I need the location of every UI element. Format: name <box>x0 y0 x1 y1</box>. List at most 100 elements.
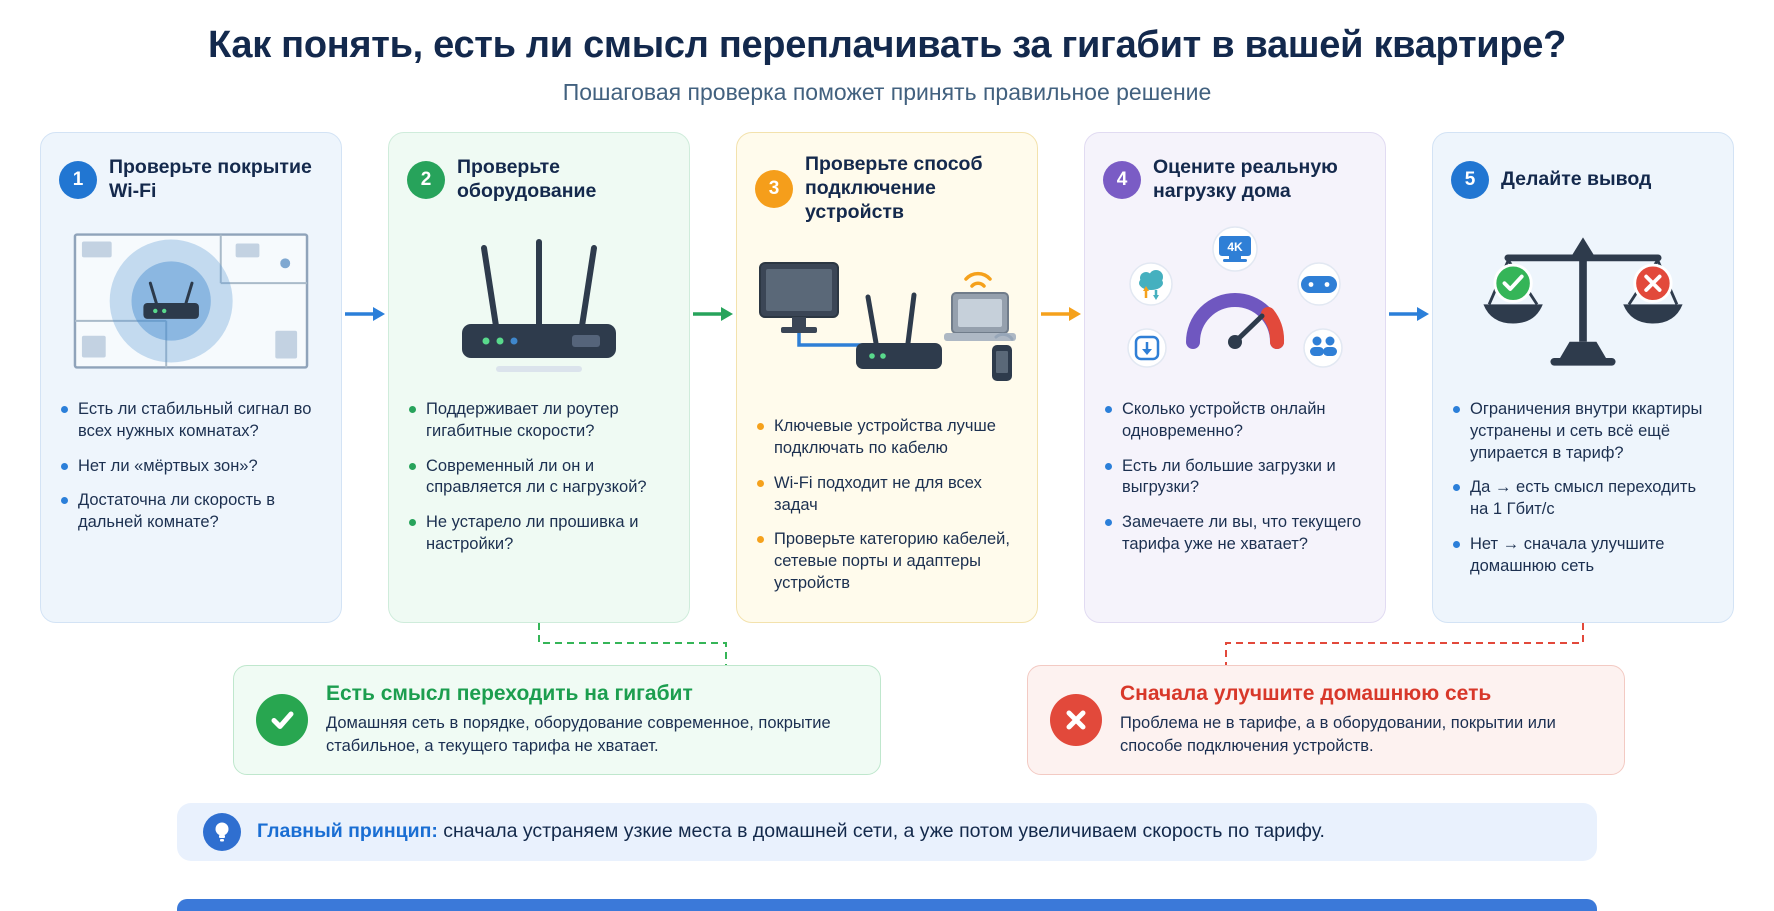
arrow-right-icon <box>1038 132 1084 623</box>
load-gauge-icon: 4K <box>1103 215 1367 387</box>
checklist-item: Проверьте категорию кабелей, сетевые пор… <box>757 529 1019 594</box>
step-card-2: 2 Проверьте оборудование Поддерживает л <box>388 132 690 623</box>
step-1-title: Проверьте покрытие Wi-Fi <box>109 156 312 202</box>
checklist-text: Да → есть смысл переходить на 1 Гбит/с <box>1470 478 1697 519</box>
checklist-item: Wi-Fi подходит не для всех задач <box>757 473 1019 517</box>
principle-body: сначала устраняем узкие места в домашней… <box>443 820 1325 843</box>
checklist-text: Ограничения внутри ккартиры устранены и … <box>1470 400 1703 462</box>
checklist-text: Wi-Fi подходит не для всех задач <box>774 473 982 514</box>
gauge-4k-label: 4K <box>1227 240 1243 254</box>
checklist-text: Нет → сначала улучшите домашнюю сеть <box>1470 534 1665 575</box>
step-4-number-badge: 4 <box>1103 161 1141 199</box>
checklist-item: Есть ли большие загрузки и выгрузки? <box>1105 456 1367 500</box>
arrow-right-icon <box>1386 132 1432 623</box>
principle-text: Главный принцип: сначала устраняем узкие… <box>257 820 1325 843</box>
bullet-dot <box>1105 462 1112 470</box>
checklist-item: Сколько устройств онлайн одновременно? <box>1105 399 1367 443</box>
checklist-text: Сколько устройств онлайн одновременно? <box>1122 400 1326 440</box>
balance-scales-icon <box>1451 215 1715 387</box>
bullet-dot <box>61 497 68 505</box>
step-3-title: Проверьте способ подключение устройств <box>805 153 983 223</box>
checklist-item: Ограничения внутри ккартиры устранены и … <box>1453 399 1715 464</box>
step-2-header: 2 Проверьте оборудование <box>407 153 671 207</box>
checklist-item: Есть ли стабильный сигнал во всех нужных… <box>61 399 323 443</box>
step-4-header: 4 Оцените реальную нагрузку дома <box>1103 153 1367 207</box>
step-2-checklist: Поддерживает ли роутер гигабитные скорос… <box>407 399 671 569</box>
infographic-page: Как понять, есть ли смысл переплачивать … <box>0 24 1774 911</box>
step-card-3: 3 Проверьте способ подключение устройств <box>736 132 1038 623</box>
bullet-dot <box>757 536 764 544</box>
step-1-header: 1 Проверьте покрытие Wi-Fi <box>59 153 323 207</box>
devices-connection-icon <box>755 232 1019 404</box>
bullet-dot <box>757 479 764 487</box>
checklist-text: Проверьте категорию кабелей, сетевые пор… <box>774 530 1010 592</box>
step-2-number-badge: 2 <box>407 161 445 199</box>
step-card-4: 4 Оцените реальную нагрузку дома <box>1084 132 1386 623</box>
checklist-item: Современный ли он и справляется ли с наг… <box>409 456 671 500</box>
checklist-text: Есть ли стабильный сигнал во всех нужных… <box>78 400 312 440</box>
bullet-dot <box>1105 406 1112 413</box>
step-3-checklist: Ключевые устройства лучше подключать по … <box>755 416 1019 607</box>
outcomes-row: Есть смысл переходить на гигабит Домашня… <box>0 664 1774 775</box>
cross-icon <box>1050 693 1102 746</box>
checklist-item: Замечаете ли вы, что текущего тарифа уже… <box>1105 512 1367 556</box>
checklist-text: Достаточна ли скорость в дальней комнате… <box>78 491 275 532</box>
step-5-number-badge: 5 <box>1451 161 1489 199</box>
dashed-connectors <box>40 622 1734 665</box>
step-2-title: Проверьте оборудование <box>457 156 597 202</box>
positive-outcome-content: Есть смысл переходить на гигабит Домашня… <box>326 682 858 758</box>
step-1-number-badge: 1 <box>59 161 97 199</box>
checklist-item: Да → есть смысл переходить на 1 Гбит/с <box>1453 477 1715 521</box>
checklist-text: Ключевые устройства лучше подключать по … <box>774 417 996 458</box>
main-principle-banner: Главный принцип: сначала устраняем узкие… <box>177 802 1597 861</box>
bullet-dot <box>409 462 416 470</box>
wifi-coverage-floorplan-icon <box>59 215 323 387</box>
checklist-item: Нет ли «мёртвых зон»? <box>61 456 323 478</box>
checklist-item: Ключевые устройства лучше подключать по … <box>757 416 1019 460</box>
page-title: Как понять, есть ли смысл переплачивать … <box>208 24 1566 66</box>
step-3-number-badge: 3 <box>755 169 793 208</box>
negative-outcome-text: Проблема не в тарифе, а в оборудовании, … <box>1120 713 1556 755</box>
negative-outcome-box: Сначала улучшите домашнюю сеть Проблема … <box>1027 664 1625 775</box>
positive-outcome-title: Есть смысл переходить на гигабит <box>326 681 693 705</box>
bullet-dot <box>1453 484 1460 492</box>
bullet-dot <box>757 423 764 431</box>
checklist-text: Нет ли «мёртвых зон»? <box>78 456 258 475</box>
step-card-5: 5 Делайте вывод <box>1432 132 1734 623</box>
step-4-title: Оцените реальную нагрузку дома <box>1153 156 1338 202</box>
step-5-checklist: Ограничения внутри ккартиры устранены и … <box>1451 399 1715 590</box>
step-3-header: 3 Проверьте способ подключение устройств <box>755 153 1019 224</box>
step-4-checklist: Сколько устройств онлайн одновременно? Е… <box>1103 399 1367 569</box>
bullet-dot <box>61 406 68 413</box>
bullet-dot <box>1453 406 1460 413</box>
checklist-text: Замечаете ли вы, что текущего тарифа уже… <box>1122 513 1362 553</box>
step-card-1: 1 Проверьте покрытие Wi-Fi <box>40 132 342 623</box>
bullet-dot <box>409 519 416 527</box>
checklist-text: Есть ли большие загрузки и выгрузки? <box>1122 456 1336 497</box>
lightbulb-icon <box>203 812 241 851</box>
check-icon <box>256 693 308 746</box>
step-5-header: 5 Делайте вывод <box>1451 153 1715 207</box>
positive-outcome-box: Есть смысл переходить на гигабит Домашня… <box>233 664 881 775</box>
checklist-item: Не устарело ли прошивка и настройки? <box>409 512 671 556</box>
arrow-right-icon <box>342 132 388 623</box>
negative-outcome-content: Сначала улучшите домашнюю сеть Проблема … <box>1120 682 1602 758</box>
checklist-item: Достаточна ли скорость в дальней комнате… <box>61 490 323 534</box>
bullet-dot <box>61 462 68 470</box>
principle-label: Главный принцип: <box>257 820 438 843</box>
page-subtitle: Пошаговая проверка поможет принять прави… <box>562 79 1212 105</box>
router-icon <box>407 215 671 387</box>
bullet-dot <box>409 406 416 413</box>
arrow-right-icon <box>690 132 736 623</box>
checklist-text: Поддерживает ли роутер гигабитные скорос… <box>426 400 619 440</box>
steps-row: 1 Проверьте покрытие Wi-Fi <box>0 132 1774 623</box>
positive-outcome-text: Домашняя сеть в порядке, оборудование со… <box>326 713 831 755</box>
step-1-checklist: Есть ли стабильный сигнал во всех нужных… <box>59 399 323 547</box>
step-5-title: Делайте вывод <box>1501 168 1652 191</box>
negative-outcome-title: Сначала улучшите домашнюю сеть <box>1120 681 1492 705</box>
checklist-item: Нет → сначала улучшите домашнюю сеть <box>1453 534 1715 578</box>
footer-bar <box>177 899 1597 911</box>
bullet-dot <box>1105 519 1112 527</box>
checklist-text: Не устарело ли прошивка и настройки? <box>426 513 639 553</box>
checklist-item: Поддерживает ли роутер гигабитные скорос… <box>409 399 671 443</box>
